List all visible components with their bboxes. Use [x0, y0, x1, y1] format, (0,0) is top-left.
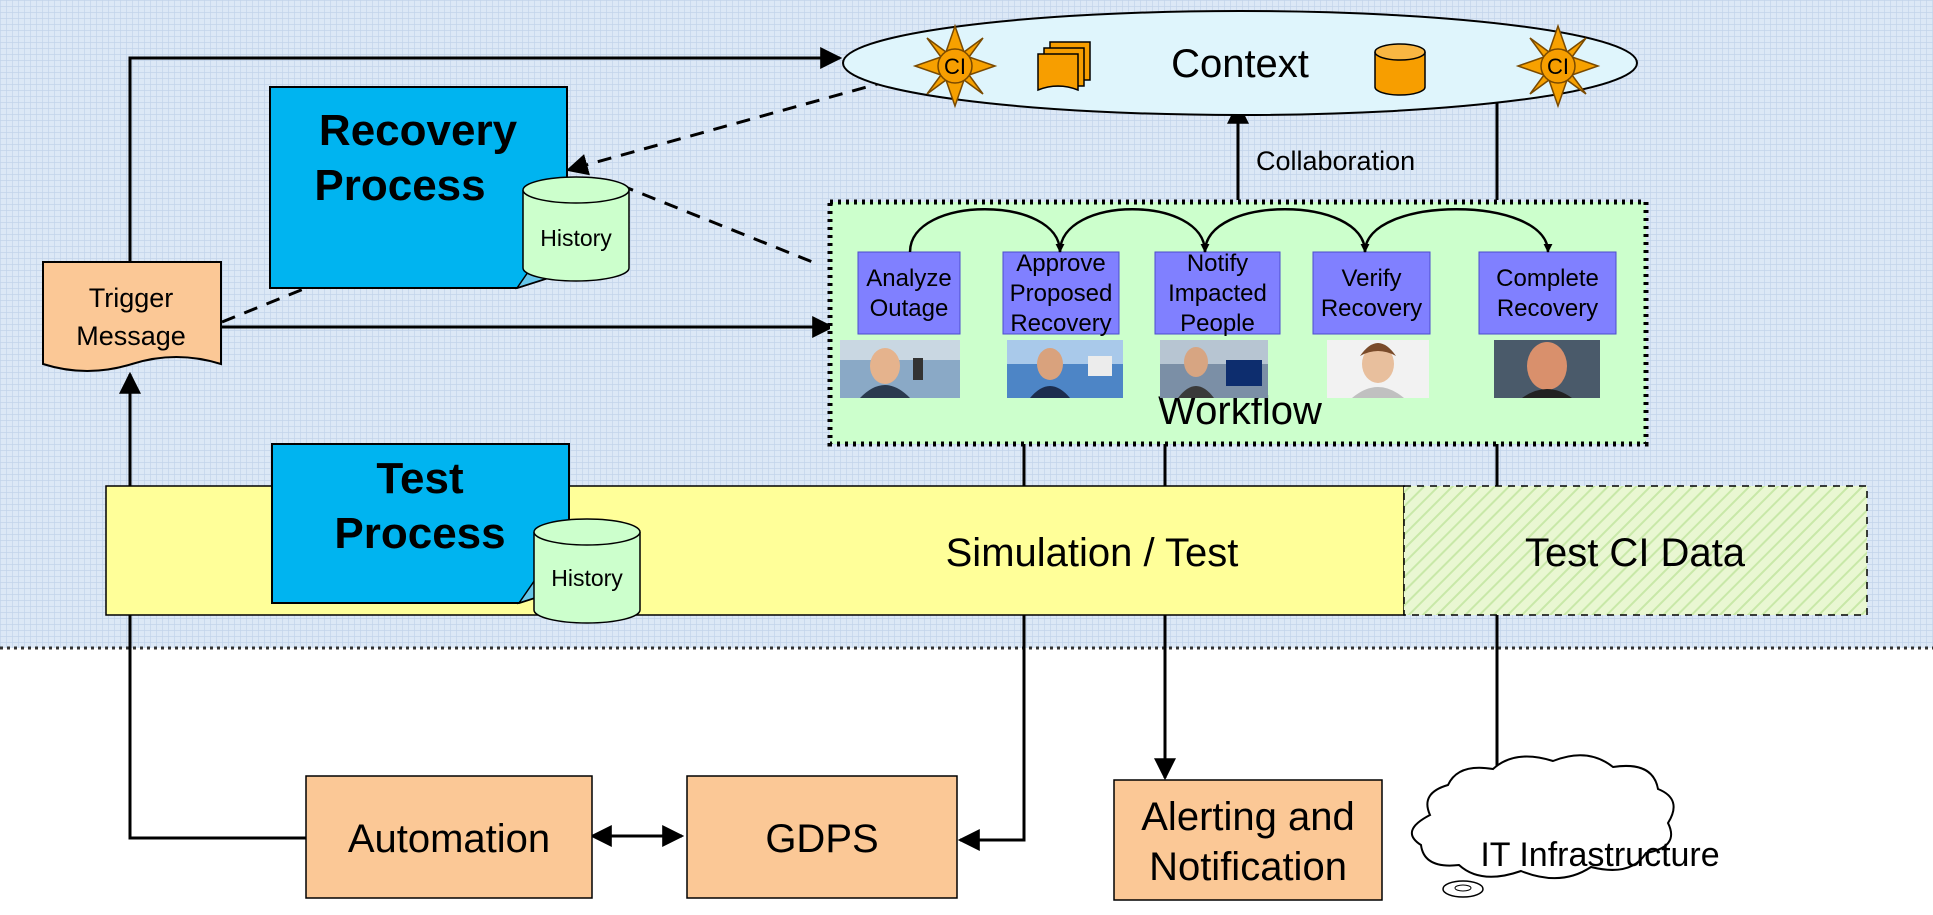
workflow-step-2-line-3: Recovery	[1010, 310, 1111, 337]
recovery-history-db: History	[522, 176, 630, 282]
it-infrastructure-label: IT Infrastructure	[1480, 836, 1719, 874]
person-photo-complete	[1494, 340, 1600, 398]
trigger-to-context-arrow	[128, 47, 843, 262]
ci-badge-right: CI	[1547, 54, 1569, 79]
recovery-process-line1: Recovery	[319, 106, 518, 155]
ci-sun-icon: CI	[1515, 23, 1601, 109]
workflow-step-1-line-1: Analyze	[866, 265, 951, 292]
test-process-box: Test Process	[271, 443, 572, 605]
person-photo-notify	[1160, 340, 1268, 398]
it-infrastructure-cloud: IT Infrastructure	[1410, 754, 1720, 898]
trigger-message-doc: Trigger Message	[42, 261, 222, 372]
person-photo-approve	[1007, 340, 1123, 398]
database-icon	[1374, 43, 1426, 96]
test-history-db: History	[533, 518, 641, 624]
step-arc-1	[908, 208, 1065, 253]
recovery-to-workflow-dashed	[619, 183, 821, 267]
workflow-step-3-line-1: Notify	[1187, 250, 1248, 277]
test-process-line2: Process	[334, 509, 505, 558]
workflow-step-4-line-1: Verify	[1341, 265, 1401, 292]
workflow-step-2-line-1: Approve	[1016, 250, 1105, 277]
test-process-line1: Test	[376, 454, 464, 503]
test-history-label: History	[551, 565, 623, 591]
ci-sun-icon: CI	[912, 23, 998, 109]
trigger-line1: Trigger	[89, 283, 174, 313]
workflow-step-4-line-2: Recovery	[1321, 295, 1422, 322]
simulation-test-label: Simulation / Test	[946, 531, 1239, 575]
workflow-step-5-line-2: Recovery	[1497, 295, 1598, 322]
workflow-step-1-line-2: Outage	[870, 295, 949, 322]
automation-box: Automation	[305, 775, 593, 899]
trigger-line2: Message	[76, 321, 186, 351]
recovery-process-line2: Process	[314, 161, 485, 210]
step-arc-4	[1363, 208, 1553, 253]
document-stack-icon	[1037, 41, 1091, 92]
gdps-label: GDPS	[765, 817, 878, 861]
gdps-box: GDPS	[686, 775, 958, 899]
workflow-step-5-line-1: Complete	[1496, 265, 1599, 292]
person-photo-analyze	[840, 340, 960, 398]
ci-badge-left: CI	[944, 54, 966, 79]
collaboration-label: Collaboration	[1256, 146, 1415, 176]
alerting-line1: Alerting and	[1141, 795, 1354, 839]
step-arc-2	[1058, 208, 1210, 253]
recovery-history-label: History	[540, 225, 612, 251]
alerting-box: Alerting and Notification	[1113, 779, 1383, 901]
automation-label: Automation	[348, 817, 550, 861]
context-label: Context	[1171, 42, 1309, 86]
test-ci-data-label: Test CI Data	[1525, 531, 1746, 575]
test-ci-data-band	[1403, 485, 1868, 616]
workflow-step-2-line-2: Proposed	[1010, 280, 1113, 307]
person-photo-verify	[1327, 340, 1429, 398]
recovery-process-box: Recovery Process	[269, 86, 570, 290]
ci-to-recovery-dashed	[565, 66, 936, 176]
workflow-step-3-line-3: People	[1180, 310, 1255, 337]
workflow-step-3-line-2: Impacted	[1168, 280, 1267, 307]
alerting-line2: Notification	[1149, 845, 1347, 889]
step-arc-3	[1203, 208, 1370, 253]
